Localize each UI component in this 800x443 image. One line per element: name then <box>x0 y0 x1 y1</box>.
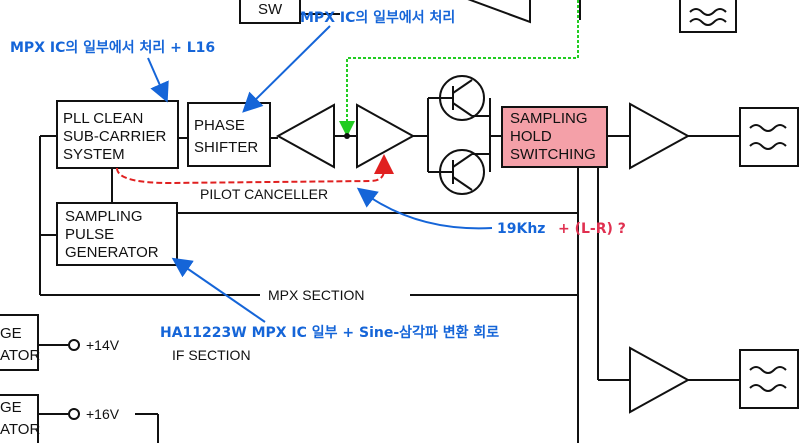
green-signal-wire <box>339 0 579 137</box>
pll-line-1: PLL CLEAN <box>63 110 143 127</box>
amp-right <box>356 103 416 169</box>
arrow-19khz <box>356 187 493 230</box>
annotation-left: MPX IC의 일부에서 처리 + L16 <box>10 39 215 56</box>
arrow-left <box>147 57 169 103</box>
gen1-line-2: ATOR <box>0 347 40 364</box>
v14-label: +14V <box>86 337 120 353</box>
gen-box-2 <box>0 394 39 443</box>
gen2-line-2: ATOR <box>0 421 40 438</box>
v16-label: +16V <box>86 406 120 422</box>
sh-line-3: SWITCHING <box>510 146 596 163</box>
pilot-canceller-path <box>116 154 394 185</box>
pll-line-3: SYSTEM <box>63 146 125 163</box>
annotation-lr: + (L-R) ? <box>558 221 626 237</box>
top-filter-box <box>679 0 737 33</box>
spg-line-3: GENERATOR <box>65 244 159 261</box>
sh-line-2: HOLD <box>510 128 552 145</box>
spg-line-1: SAMPLING <box>65 208 143 225</box>
pilot-canceller-label: PILOT CANCELLER <box>200 186 328 202</box>
gen2-line-1: GE <box>0 399 22 416</box>
spg-line-2: PULSE <box>65 226 114 243</box>
filter-upper <box>739 107 799 167</box>
phase-shifter-box <box>187 102 271 167</box>
mpx-section-label: MPX SECTION <box>268 287 364 303</box>
amp-left <box>275 103 335 169</box>
sampling-pulse-box <box>56 202 178 266</box>
sw-label: SW <box>258 1 283 18</box>
pll-line-2: SUB-CARRIER <box>63 128 167 145</box>
arrow-bottom <box>171 257 266 323</box>
gen-box-1 <box>0 314 39 371</box>
sh-line-1: SAMPLING <box>510 110 588 127</box>
gen1-line-1: GE <box>0 325 22 342</box>
arrow-top <box>242 25 331 113</box>
phase-line-1: PHASE <box>194 117 245 134</box>
annotation-19khz: 19Khz <box>497 221 545 237</box>
transistor-upper <box>439 75 485 121</box>
annotation-top: MPX IC의 일부에서 처리 <box>300 9 455 26</box>
sw-box <box>239 0 301 24</box>
if-section-label: IF SECTION <box>172 347 251 363</box>
sampling-hold-box <box>501 106 608 168</box>
amp-out-upper <box>629 102 691 170</box>
annotation-bottom: HA11223W MPX IC 일부 + Sine-삼각파 변환 회로 <box>160 324 499 341</box>
amp-out-lower <box>629 346 691 414</box>
filter-lower <box>739 349 799 409</box>
phase-line-2: SHIFTER <box>194 139 258 156</box>
transistor-lower <box>439 149 485 195</box>
